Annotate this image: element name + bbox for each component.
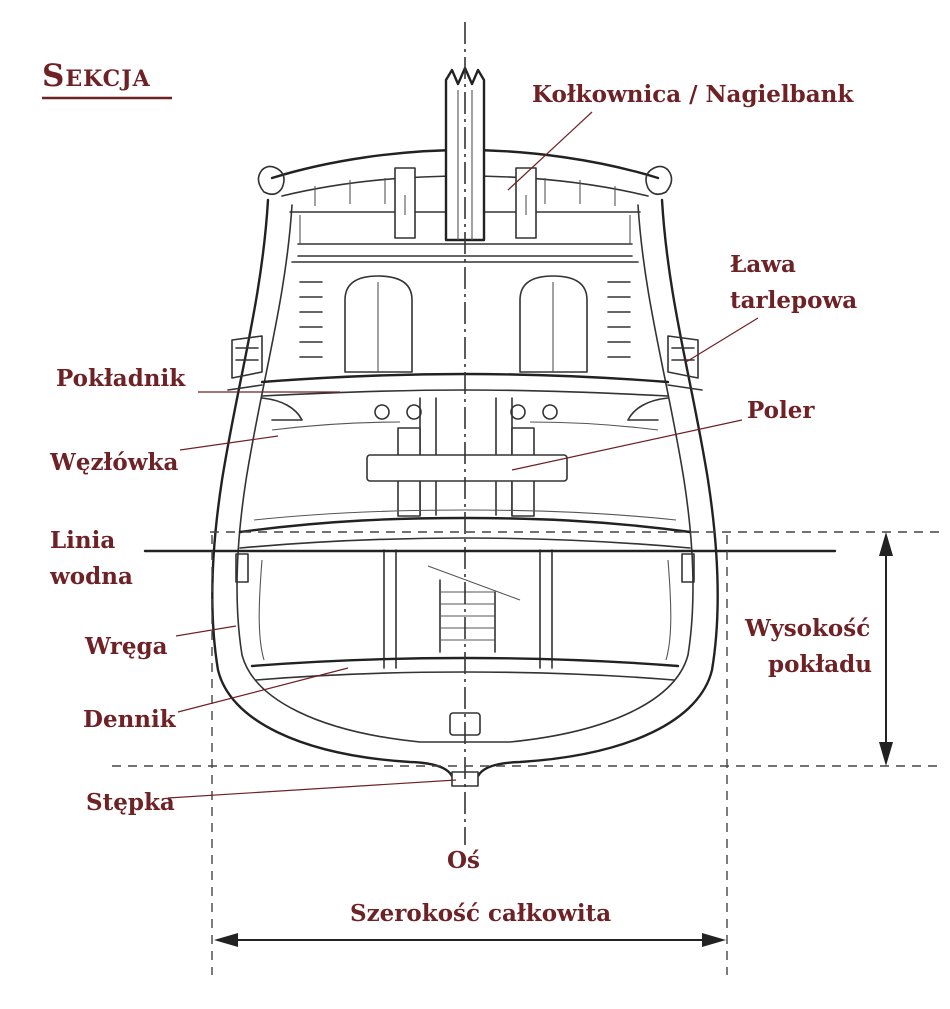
width-arrowhead-left	[214, 933, 238, 947]
chainwale-right	[667, 335, 703, 391]
chainwale-left	[227, 335, 263, 391]
label-dennik: Dennik	[83, 706, 177, 733]
label-linia-2: wodna	[49, 563, 133, 590]
knee-right	[627, 397, 669, 421]
ornament-left	[257, 165, 285, 196]
leader-wezlowka	[179, 435, 279, 451]
label-szerokosc: Szerokość całkowita	[350, 900, 611, 927]
label-pokladnik: Pokładnik	[56, 365, 186, 392]
labels: Kołkownica / Nagielbank Ława tarlepowa P…	[49, 81, 872, 927]
height-arrowhead-bottom	[879, 742, 893, 766]
label-linia-1: Linia	[50, 527, 115, 554]
ornament-right	[645, 165, 673, 196]
tween-deck-arc	[271, 421, 659, 431]
leader-wrega	[175, 625, 237, 637]
pin-rail-right	[515, 167, 537, 239]
label-os: Oś	[447, 847, 480, 874]
dimension-lines	[112, 22, 940, 975]
label-kolkownica: Kołkownica / Nagielbank	[532, 81, 854, 108]
knee-left	[261, 397, 303, 421]
label-wysokosc-1: Wysokość	[744, 615, 870, 642]
rail-panels	[299, 178, 631, 244]
hull-lining	[258, 559, 672, 661]
diagram-title: Sekcja	[42, 58, 151, 94]
waterline-timbers	[235, 553, 695, 583]
tween-deck-floor	[253, 509, 677, 521]
leader-dennik	[177, 667, 349, 713]
leader-kolkownica	[507, 111, 593, 191]
pin-rail-left	[394, 167, 416, 239]
label-wezlowka: Węzłówka	[49, 449, 178, 476]
scuttles	[374, 404, 558, 420]
label-stepka: Stępka	[86, 789, 175, 816]
louvers-left	[299, 281, 323, 358]
label-poler: Poler	[747, 397, 815, 424]
leader-poler	[511, 419, 743, 471]
hold-ladder	[427, 565, 521, 653]
louvers-right	[607, 281, 631, 358]
leader-lawa	[685, 317, 759, 363]
main-deck-beam-lower	[239, 537, 691, 549]
leader-stepka	[167, 779, 457, 799]
hold-pillars	[383, 549, 553, 669]
width-arrowhead-right	[702, 933, 726, 947]
label-lawa-2: tarlepowa	[730, 287, 857, 314]
label-wysokosc-2: pokładu	[768, 651, 872, 678]
bitt-crossbar	[366, 454, 568, 482]
label-wrega: Wręga	[84, 633, 168, 660]
label-lawa-1: Ława	[730, 251, 796, 278]
height-arrowhead-top	[879, 532, 893, 556]
leader-lines	[167, 111, 759, 799]
